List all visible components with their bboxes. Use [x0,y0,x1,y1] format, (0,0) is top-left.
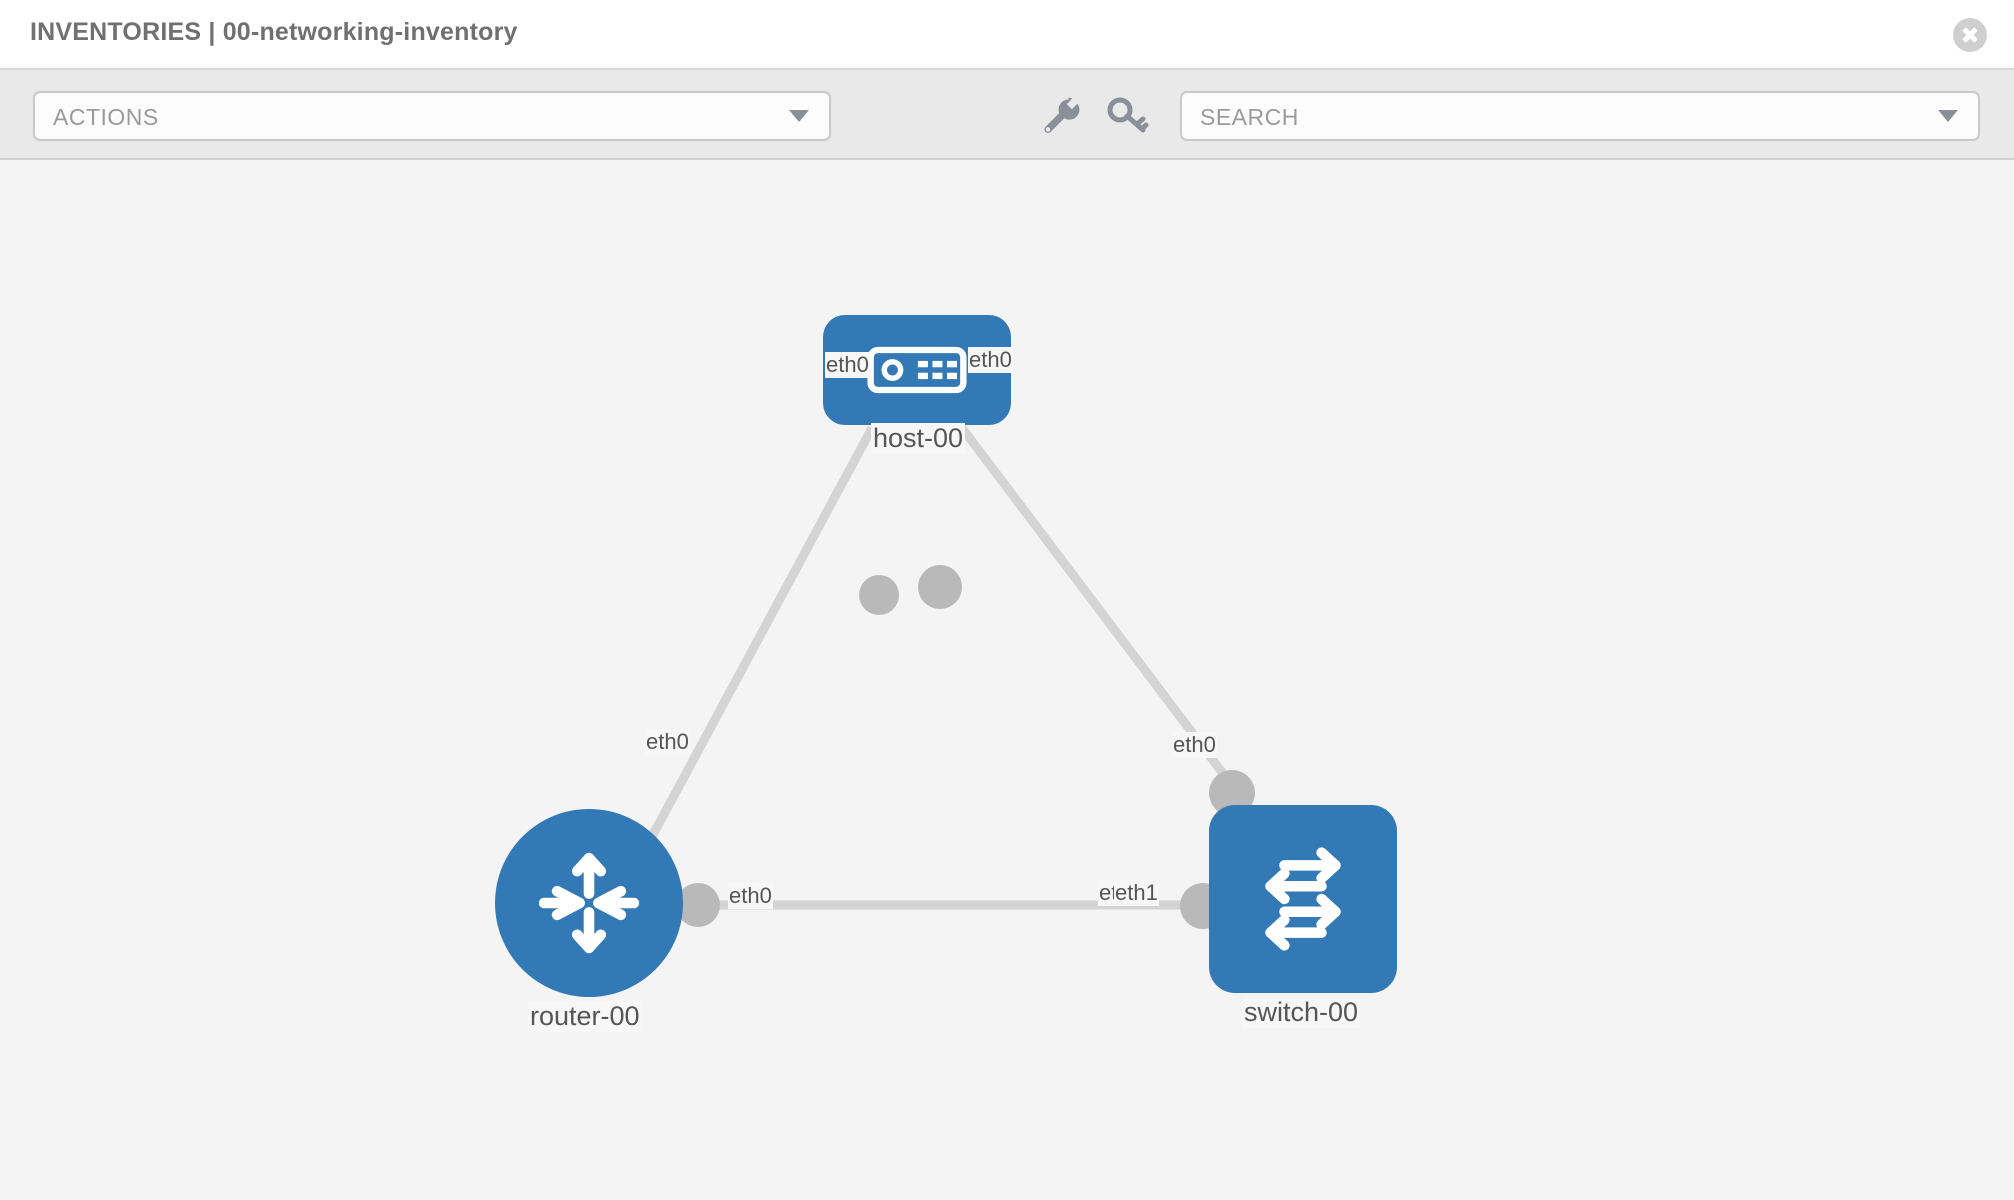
interface-knob-host-right[interactable] [918,565,962,609]
wrench-icon[interactable] [1038,94,1082,138]
router-arrows-icon [538,852,640,954]
page-title: INVENTORIES | 00-networking-inventory [30,18,518,46]
toolbar: ACTIONS SEARCH [0,70,2014,160]
router-node-shape[interactable] [495,809,683,997]
topology-edges [644,425,1247,910]
interface-label-host-right: eth0 [968,347,1013,373]
search-input[interactable]: SEARCH [1180,91,1980,141]
interface-label-router-up: eth0 [645,729,690,755]
search-placeholder: SEARCH [1200,104,1299,130]
router-node-label: router-00 [528,1001,642,1032]
topology-canvas[interactable]: host-00 router-00 [0,160,2014,1200]
page-header: INVENTORIES | 00-networking-inventory [0,0,2014,70]
server-icon [867,346,967,394]
interface-label-switch-up: eth0 [1172,732,1217,758]
interface-label-switch-left: eth1 [1114,880,1159,906]
chevron-down-icon [789,110,809,122]
edge-host-router [644,425,876,847]
switch-node-shape[interactable] [1209,805,1397,993]
actions-dropdown[interactable]: ACTIONS [33,91,831,141]
switch-arrows-icon [1265,847,1341,951]
interface-knob-host-left[interactable] [859,575,899,615]
interface-label-router-right: eth0 [728,883,773,909]
chevron-down-icon[interactable] [1938,110,1958,122]
close-icon[interactable] [1953,18,1987,52]
interface-label-host-left: eth0 [825,352,870,378]
key-icon[interactable] [1105,94,1149,138]
actions-dropdown-label: ACTIONS [53,104,159,130]
switch-node-label: switch-00 [1242,997,1361,1028]
host-node-label: host-00 [871,423,966,454]
interface-knob-router-right[interactable] [676,883,720,927]
